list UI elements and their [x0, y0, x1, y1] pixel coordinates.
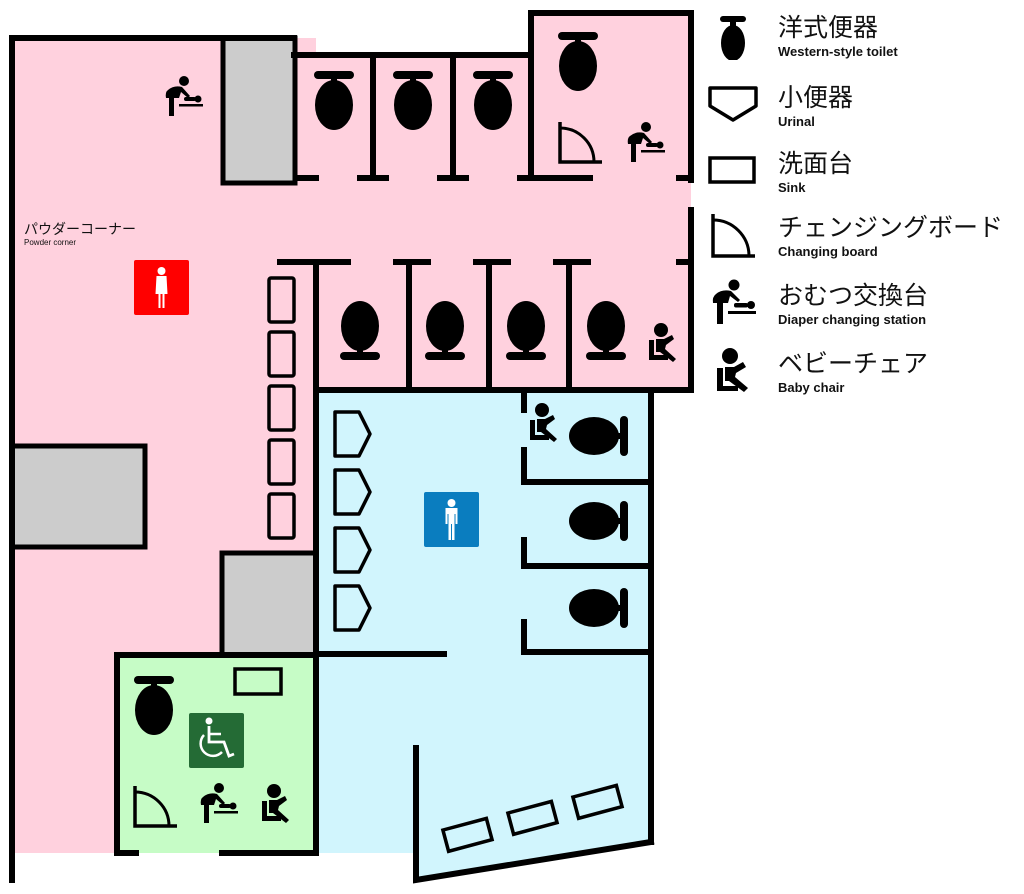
mens-sinks	[440, 783, 625, 854]
mens-restroom-area	[316, 390, 651, 880]
sink-icon	[267, 330, 296, 378]
legend-item-sink: 洗面台 Sink	[700, 142, 1024, 202]
sink-icon	[267, 438, 296, 486]
female-sign	[134, 260, 189, 315]
western-toilet-icon	[720, 16, 746, 60]
sink-icon	[708, 156, 756, 184]
sink-icon	[440, 816, 495, 854]
sink-icon	[267, 276, 296, 324]
legend-item-urinal: 小便器 Urinal	[700, 76, 1024, 136]
legend-item-baby-chair: ベビーチェア Baby chair	[700, 342, 1024, 402]
sink-icon	[267, 384, 296, 432]
legend: 洋式便器 Western-style toilet 小便器 Urinal 洗面台…	[700, 0, 1024, 400]
baby-chair-icon	[717, 348, 748, 392]
sink-icon	[505, 799, 560, 837]
sink-icon	[233, 667, 283, 696]
urinal-icon	[708, 86, 758, 122]
walls	[9, 10, 694, 884]
legend-item-western-toilet: 洋式便器 Western-style toilet	[700, 6, 1024, 66]
powder-corner-label-en: Powder corner	[24, 238, 77, 247]
powder-corner-label-jp: パウダーコーナー	[24, 222, 136, 238]
changing-board-icon	[711, 214, 755, 258]
male-sign	[424, 492, 479, 547]
legend-item-changing-board: チェンジングボード Changing board	[700, 206, 1024, 266]
legend-item-diaper-changing: おむつ交換台 Diaper changing station	[700, 274, 1024, 334]
service-spaces	[9, 35, 319, 658]
sink-icon	[570, 783, 625, 821]
wheelchair-sign	[189, 713, 244, 768]
womens-sinks	[267, 276, 296, 540]
sink-icon	[267, 492, 296, 540]
diaper-changing-icon	[712, 279, 756, 324]
powder-corner-label: パウダーコーナー Powder corner	[24, 219, 136, 247]
